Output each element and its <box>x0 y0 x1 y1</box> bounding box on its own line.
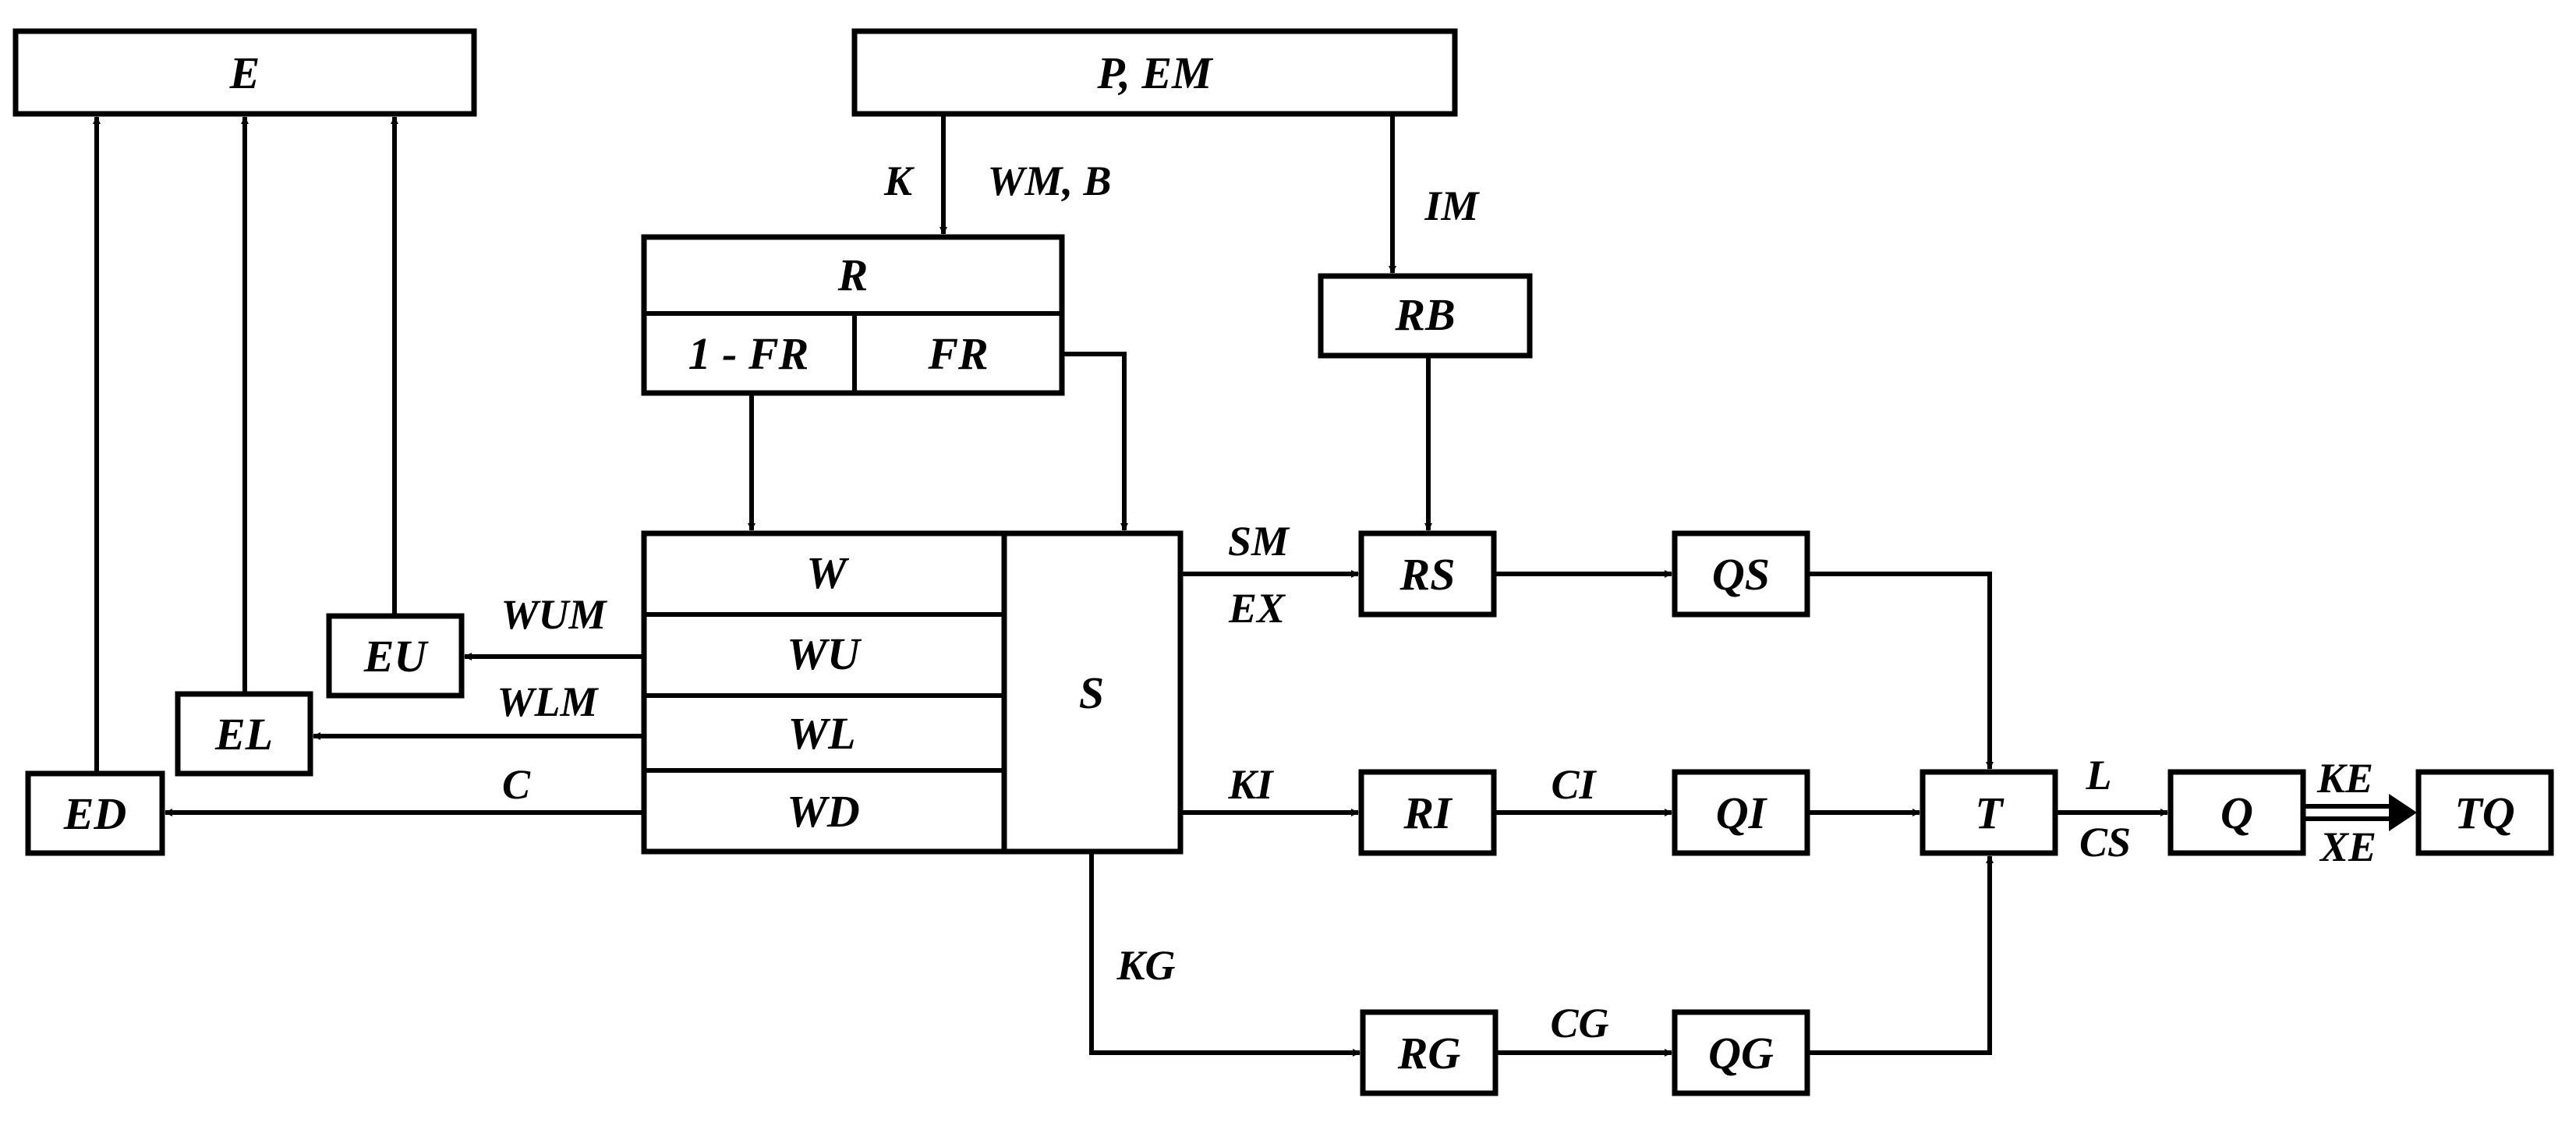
svg-text:S: S <box>1079 667 1104 718</box>
node-r-1-fr: 1 - FR <box>688 328 809 379</box>
arrow-qs-to-t <box>1807 572 1994 770</box>
label-ex: EX <box>1228 585 1286 632</box>
arrow-r-to-s <box>1062 352 1128 531</box>
label-k: K <box>883 158 915 204</box>
svg-text:TQ: TQ <box>2454 788 2514 838</box>
node-eu: EU <box>326 613 465 699</box>
svg-text:P, EM: P, EM <box>1096 48 1214 98</box>
node-qi: QI <box>1672 769 1810 856</box>
node-wd: WD <box>787 786 859 837</box>
label-sm: SM <box>1228 518 1290 565</box>
node-wu: WU <box>787 629 862 679</box>
node-w-stack: W WU WL WD <box>641 530 1007 855</box>
svg-text:EU: EU <box>363 631 430 682</box>
node-s: S <box>1001 530 1184 855</box>
label-xe: XE <box>2319 823 2376 870</box>
node-q: Q <box>2167 769 2306 856</box>
svg-text:EL: EL <box>214 709 273 760</box>
node-e: E <box>12 28 477 117</box>
label-wm-b: WM, B <box>987 158 1111 204</box>
svg-text:RB: RB <box>1394 289 1455 340</box>
label-cs: CS <box>2079 819 2131 866</box>
svg-text:QI: QI <box>1716 788 1768 838</box>
node-tq: TQ <box>2415 769 2554 856</box>
node-rb: RB <box>1318 273 1533 359</box>
svg-text:QG: QG <box>1708 1028 1774 1078</box>
node-w: W <box>806 547 849 598</box>
node-p-em: P, EM <box>851 28 1458 117</box>
node-rg: RG <box>1360 1009 1499 1096</box>
node-ri: RI <box>1358 769 1497 856</box>
node-ed: ED <box>25 770 165 856</box>
label-ci: CI <box>1551 761 1597 808</box>
svg-text:RG: RG <box>1397 1028 1461 1078</box>
node-t: T <box>1920 769 2058 856</box>
label-ki: KI <box>1227 761 1274 808</box>
label-l: L <box>2086 752 2112 798</box>
label-wum: WUM <box>501 591 607 638</box>
label-kg: KG <box>1116 942 1175 989</box>
svg-text:E: E <box>229 48 260 98</box>
node-rs: RS <box>1358 530 1497 618</box>
node-qg: QG <box>1672 1009 1810 1096</box>
label-c: C <box>502 761 531 808</box>
svg-text:RS: RS <box>1399 549 1456 600</box>
label-cg: CG <box>1550 1000 1608 1046</box>
node-wl: WL <box>788 708 856 759</box>
svg-text:ED: ED <box>63 788 127 839</box>
svg-text:Q: Q <box>2220 788 2253 838</box>
arrow-q-to-tq-head <box>2389 794 2417 831</box>
label-im: IM <box>1424 182 1480 229</box>
node-qs: QS <box>1672 530 1810 618</box>
label-ke: KE <box>2316 755 2373 802</box>
svg-text:R: R <box>837 250 869 300</box>
arrow-qg-to-t <box>1807 855 1994 1055</box>
svg-text:RI: RI <box>1403 788 1453 838</box>
label-wlm: WLM <box>497 678 599 725</box>
svg-text:T: T <box>1975 788 2005 838</box>
svg-text:QS: QS <box>1712 549 1770 600</box>
node-r: R 1 - FR FR <box>641 234 1065 396</box>
node-el: EL <box>175 691 313 777</box>
arrow-s-to-rg <box>1089 852 1361 1057</box>
node-r-fr: FR <box>927 328 988 379</box>
